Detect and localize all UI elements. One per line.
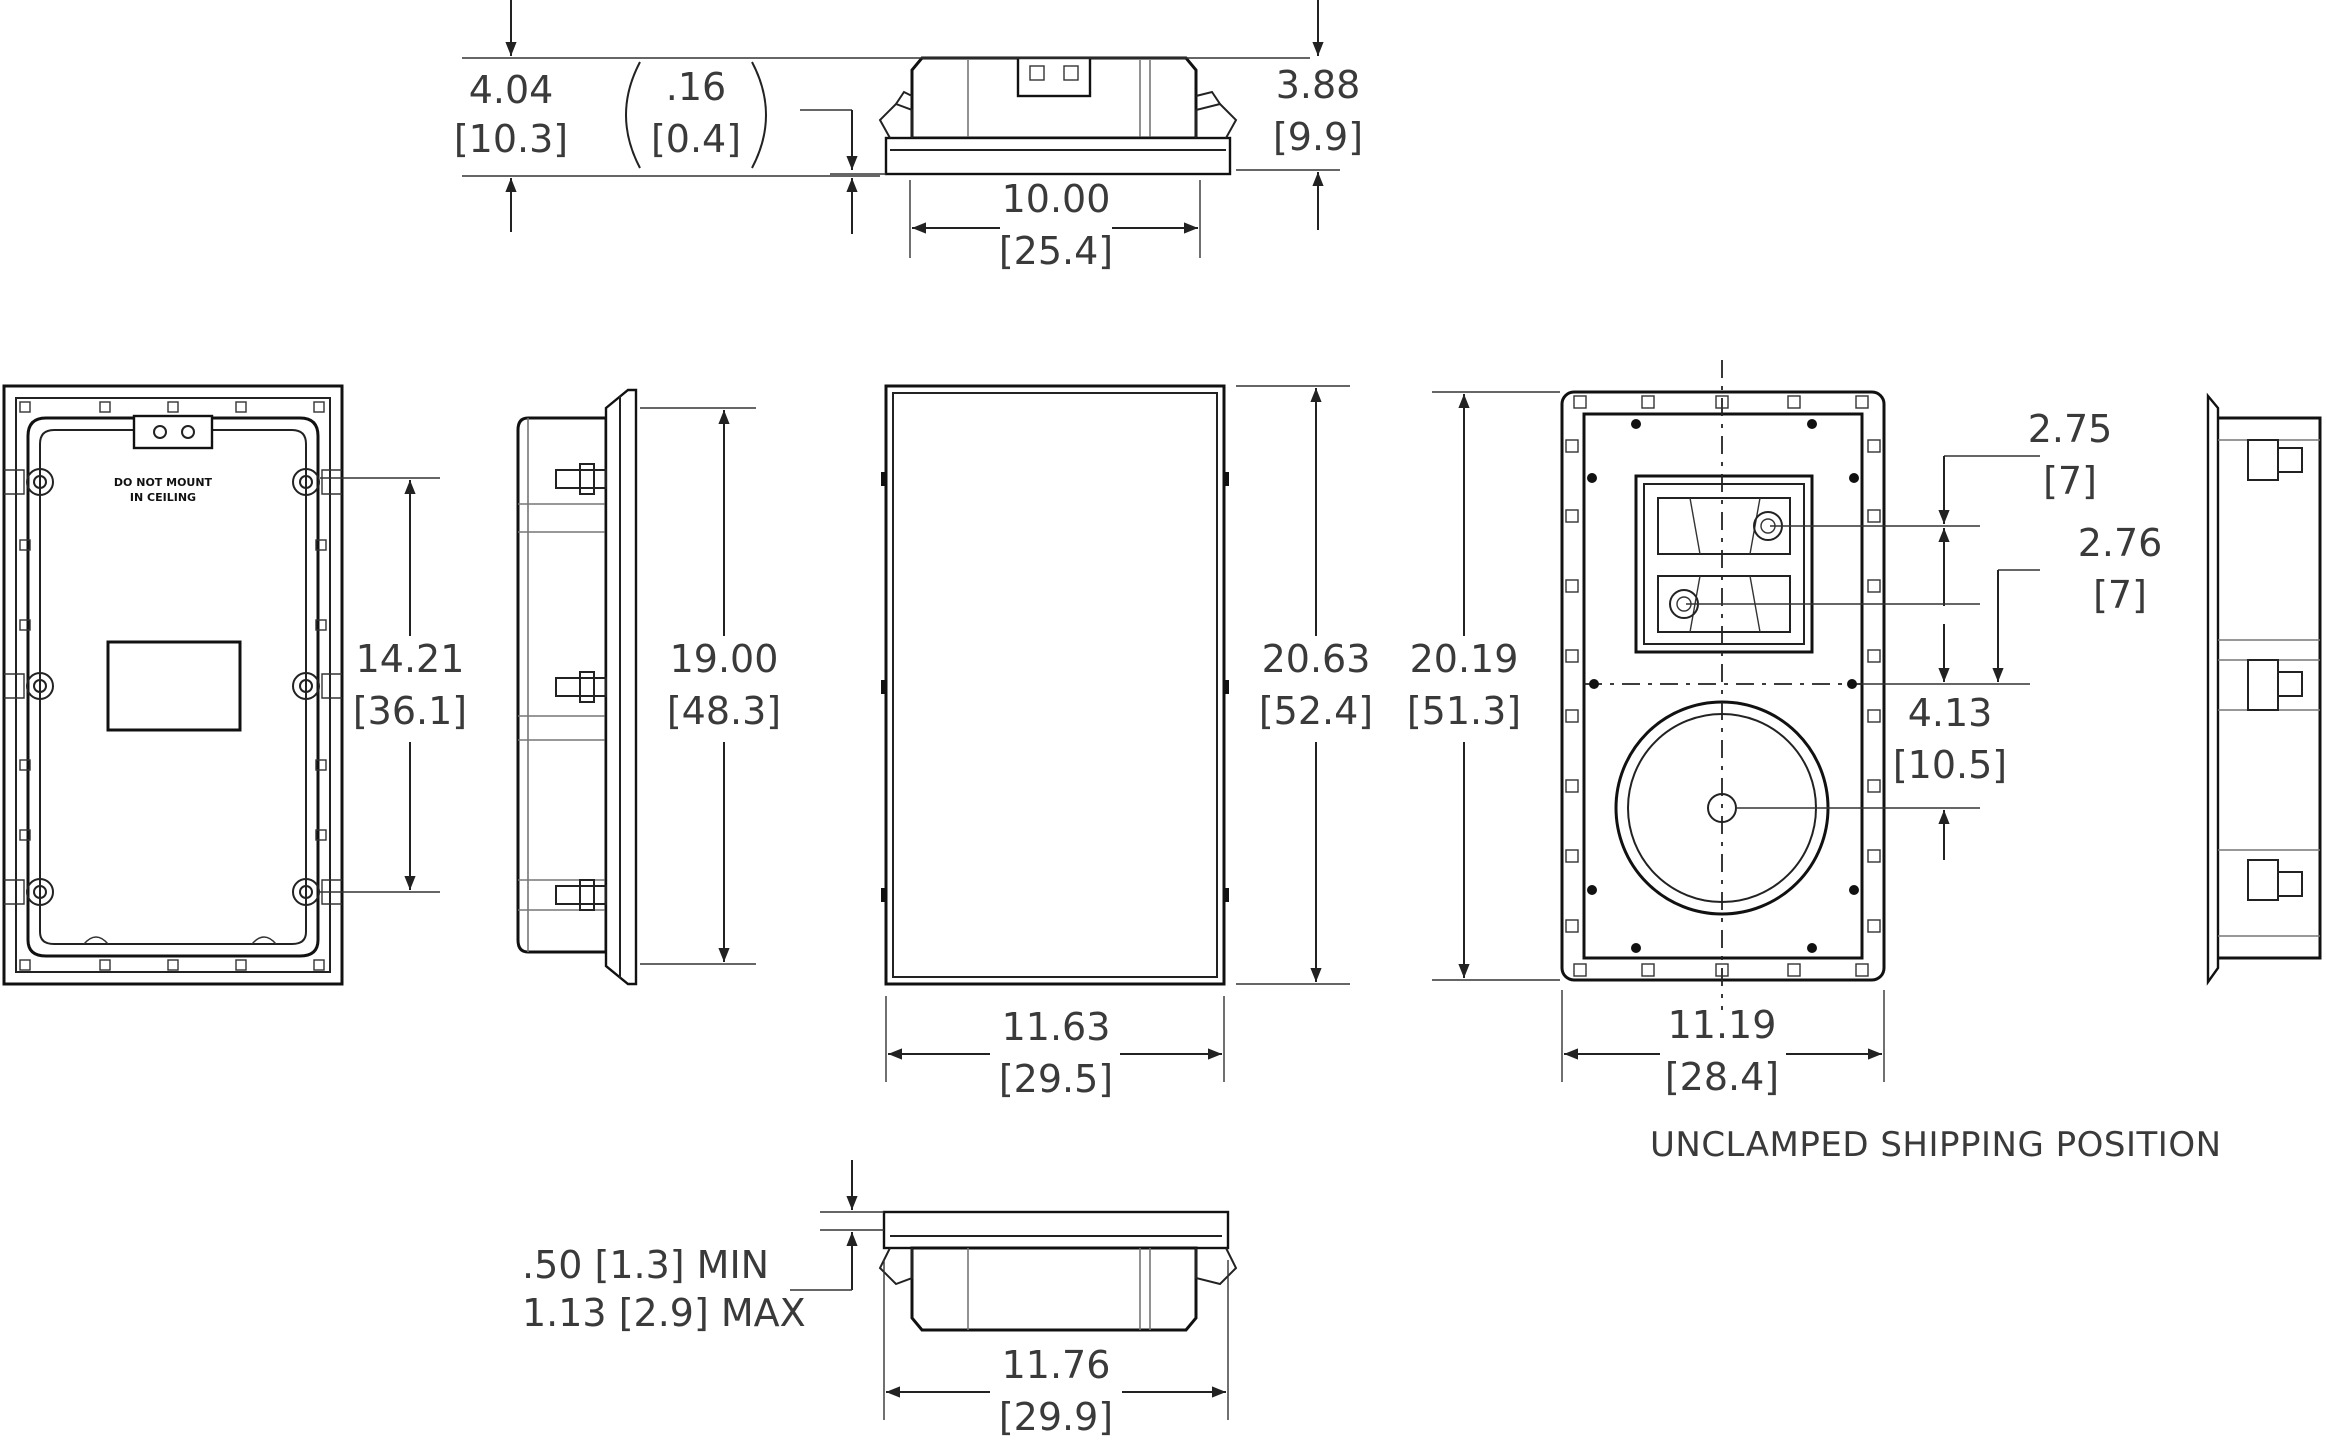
dim-top-width-in: 10.00 — [1002, 177, 1111, 221]
dim-top-height-right-in: 3.88 — [1276, 63, 1361, 107]
bottom-view — [878, 1210, 1238, 1332]
dim-grille-height-in: 20.63 — [1262, 637, 1371, 681]
grille-view-dimensions — [885, 385, 1350, 1082]
dim-bottom-width-in: 11.76 — [1002, 1343, 1111, 1387]
dim-side-height-cm: [48.3] — [667, 689, 781, 733]
bottom-view-dimensions — [790, 1160, 1229, 1420]
dim-front-height-cm: [51.3] — [1407, 689, 1521, 733]
dim-top-height-right-cm: [9.9] — [1273, 115, 1363, 159]
dimension-labels: 4.04 [10.3] .16 [0.4] 3.88 [9.9] 10.00 [… — [353, 63, 2222, 1439]
dim-grille-width-cm: [29.5] — [999, 1057, 1113, 1101]
dim-tweeter-lower-cm: [7] — [2093, 573, 2147, 617]
dim-wall-min: .50 [1.3] MIN — [522, 1243, 769, 1287]
dim-front-width-cm: [28.4] — [1665, 1055, 1779, 1099]
dim-tweeter-upper-in: 2.75 — [2028, 407, 2113, 451]
grille-view — [881, 384, 1229, 986]
top-view — [878, 56, 1238, 176]
front-view-dimensions — [1432, 391, 2040, 1082]
top-view-dimensions — [462, 0, 1340, 258]
dim-top-flange-cm: [0.4] — [651, 117, 741, 161]
dim-top-flange-in: .16 — [666, 65, 726, 109]
dim-back-spacing-cm: [36.1] — [353, 689, 467, 733]
dim-front-height-in: 20.19 — [1410, 637, 1519, 681]
dim-wall-max: 1.13 [2.9] MAX — [522, 1291, 806, 1335]
dim-side-height-in: 19.00 — [670, 637, 779, 681]
dim-top-height-left-cm: [10.3] — [454, 117, 568, 161]
dim-front-width-in: 11.19 — [1668, 1003, 1777, 1047]
dim-top-width-cm: [25.4] — [999, 229, 1113, 273]
dim-woofer-offset-in: 4.13 — [1908, 691, 1993, 735]
back-label-plate — [132, 414, 214, 450]
dim-grille-height-cm: [52.4] — [1259, 689, 1373, 733]
right-side-view — [2206, 392, 2322, 986]
side-view-dimensions — [640, 407, 756, 965]
dim-grille-width-in: 11.63 — [1002, 1005, 1111, 1049]
tweeter-housing — [1634, 474, 1814, 654]
terminal-block — [1016, 56, 1092, 98]
dim-bottom-width-cm: [29.9] — [999, 1395, 1113, 1439]
grille-frame — [884, 384, 1226, 986]
caption-unclamped: UNCLAMPED SHIPPING POSITION — [1650, 1125, 2222, 1165]
dim-top-height-left-in: 4.04 — [469, 68, 554, 112]
back-view: DO NOT MOUNT IN CEILING — [2, 384, 344, 986]
back-view-dimensions — [320, 477, 440, 893]
dim-back-spacing-in: 14.21 — [356, 637, 465, 681]
dim-woofer-offset-cm: [10.5] — [1893, 743, 2007, 787]
front-view — [1560, 360, 1886, 1010]
back-center-panel — [106, 640, 242, 732]
dim-tweeter-lower-in: 2.76 — [2078, 521, 2163, 565]
dim-tweeter-upper-cm: [7] — [2043, 459, 2097, 503]
side-view — [516, 388, 638, 986]
back-label-line2: IN CEILING — [130, 491, 196, 504]
back-label-line1: DO NOT MOUNT — [114, 476, 213, 489]
